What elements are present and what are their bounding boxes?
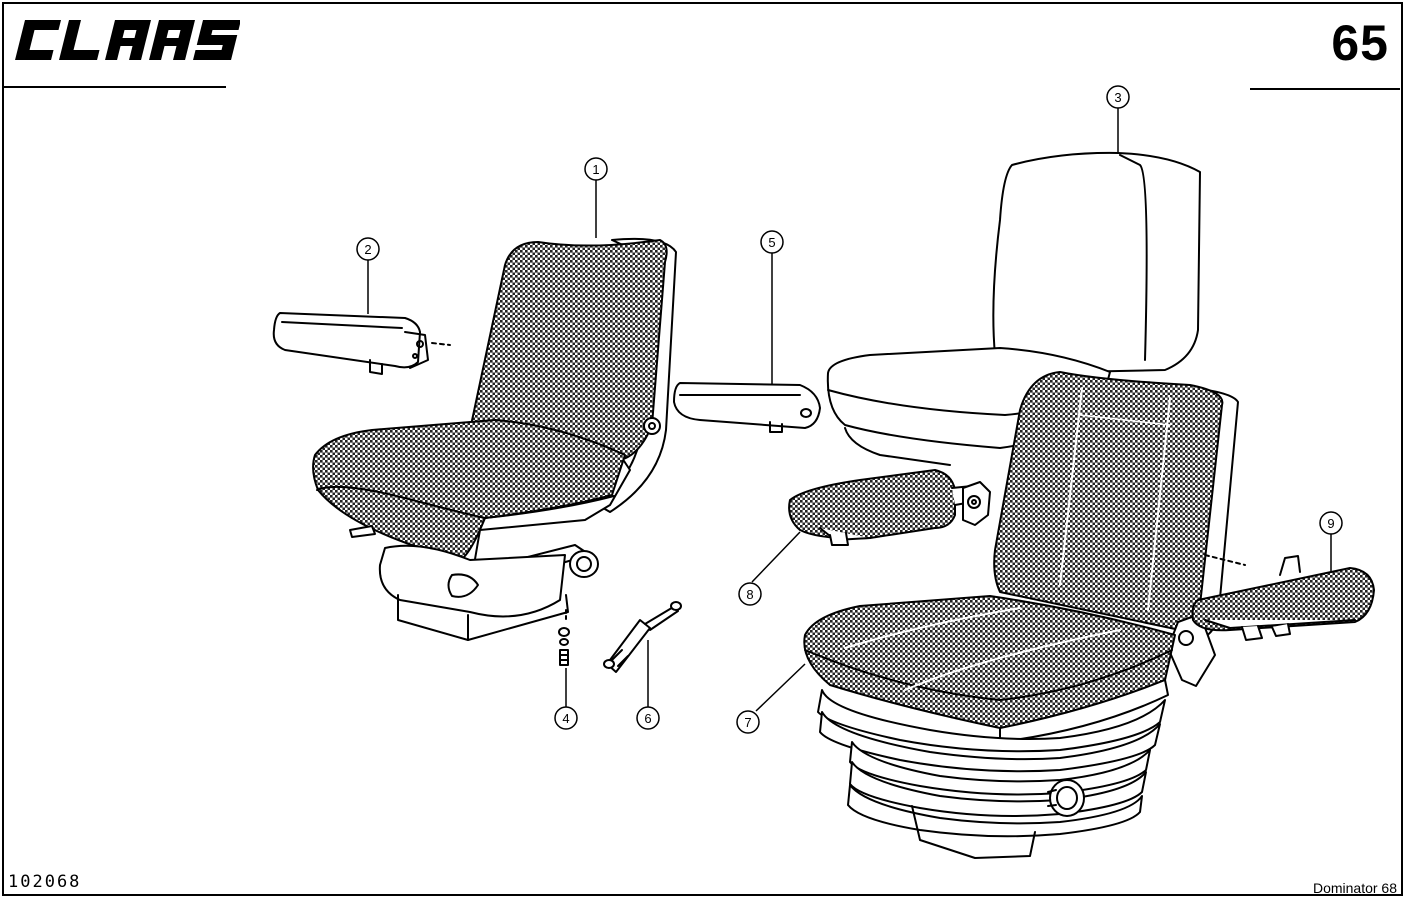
callout-5: 5 bbox=[760, 230, 784, 384]
page-number: 65 bbox=[1331, 15, 1389, 71]
machine-model: Dominator 68 bbox=[1312, 880, 1397, 896]
callout-2-label: 2 bbox=[364, 242, 371, 257]
header-rule-left bbox=[4, 86, 226, 88]
gas-spring-6 bbox=[603, 601, 682, 673]
fastener-4 bbox=[558, 609, 570, 666]
drawing-number: 102068 bbox=[8, 872, 82, 892]
callout-9: 9 bbox=[1319, 511, 1343, 573]
armrest-5 bbox=[673, 382, 821, 433]
callout-1-label: 1 bbox=[592, 162, 599, 177]
seat-assembly-1 bbox=[312, 237, 677, 641]
header-rule-right bbox=[1250, 88, 1400, 90]
armrest-8 bbox=[788, 469, 991, 546]
armrest-2 bbox=[272, 312, 451, 375]
callout-3-label: 3 bbox=[1114, 90, 1121, 105]
callout-4-label: 4 bbox=[562, 711, 569, 726]
seat-assembly-7 bbox=[803, 371, 1239, 859]
callout-7-label: 7 bbox=[744, 715, 751, 730]
callout-4: 4 bbox=[554, 668, 578, 730]
callout-9-label: 9 bbox=[1327, 516, 1334, 531]
claas-logo-graphic bbox=[15, 20, 242, 60]
callout-5-label: 5 bbox=[768, 235, 775, 250]
callout-7: 7 bbox=[736, 663, 806, 734]
callout-6-label: 6 bbox=[644, 711, 651, 726]
callout-8-label: 8 bbox=[746, 587, 753, 602]
callout-2: 2 bbox=[356, 237, 380, 314]
callout-6: 6 bbox=[636, 640, 660, 730]
armrest-9 bbox=[1191, 554, 1375, 641]
claas-logo bbox=[8, 16, 242, 64]
callout-8: 8 bbox=[738, 531, 801, 606]
callout-3: 3 bbox=[1106, 85, 1130, 153]
callout-1: 1 bbox=[584, 157, 608, 238]
